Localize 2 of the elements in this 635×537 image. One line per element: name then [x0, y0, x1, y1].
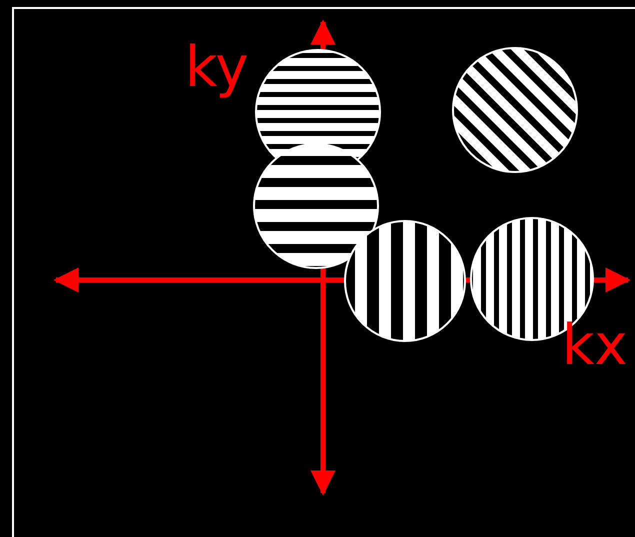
axis-label: ky [185, 40, 249, 96]
axis-label: kx [562, 318, 628, 374]
